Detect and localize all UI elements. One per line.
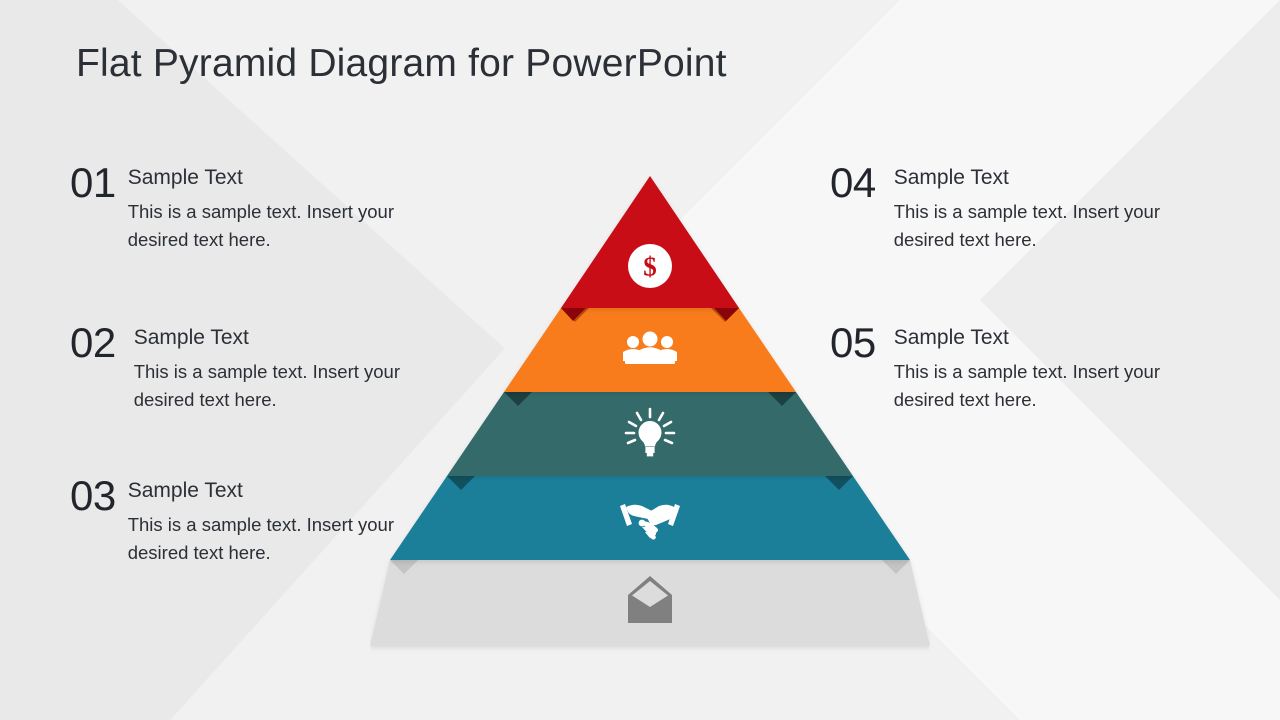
text-block-04[interactable]: 04 Sample Text This is a sample text. In…: [830, 159, 1194, 254]
block-number: 04: [830, 159, 876, 206]
block-number: 05: [830, 319, 876, 366]
text-block-05[interactable]: 05 Sample Text This is a sample text. In…: [830, 319, 1194, 414]
block-description: This is a sample text. Insert your desir…: [127, 514, 395, 563]
group-of-people-icon: [623, 331, 677, 364]
dollar-sign-icon: $: [628, 244, 672, 288]
pyramid-level-1[interactable]: [561, 176, 739, 308]
block-number: 03: [70, 472, 116, 519]
page-title: Flat Pyramid Diagram for PowerPoint: [76, 42, 727, 85]
block-heading: Sample Text: [127, 166, 243, 189]
level-1-notch-left: [561, 308, 586, 321]
text-block-03[interactable]: 03 Sample Text This is a sample text. In…: [70, 472, 428, 567]
block-description: This is a sample text. Insert your desir…: [127, 201, 395, 250]
block-heading: Sample Text: [893, 326, 1009, 349]
block-number: 01: [70, 159, 116, 206]
svg-text:$: $: [643, 252, 657, 282]
level-3-notch-right: [768, 392, 796, 406]
level-3-notch-left: [504, 392, 532, 406]
block-heading: Sample Text: [893, 166, 1009, 189]
level-5-notch-left: [390, 560, 418, 574]
block-heading: Sample Text: [127, 479, 243, 502]
level-4-notch-right: [825, 476, 853, 490]
pyramid-diagram: $: [370, 168, 930, 658]
lightbulb-icon: [624, 407, 676, 457]
text-block-02[interactable]: 02 Sample Text This is a sample text. In…: [70, 319, 434, 414]
block-heading: Sample Text: [133, 326, 249, 349]
handshake-icon: [620, 504, 680, 540]
block-description: This is a sample text. Insert your desir…: [133, 361, 401, 410]
block-number: 02: [70, 319, 116, 366]
block-description: This is a sample text. Insert your desir…: [893, 201, 1161, 250]
level-4-notch-left: [447, 476, 475, 490]
text-block-01[interactable]: 01 Sample Text This is a sample text. In…: [70, 159, 428, 254]
level-1-shape[interactable]: [561, 176, 739, 308]
level-1-notch-right: [714, 308, 739, 321]
block-description: This is a sample text. Insert your desir…: [893, 361, 1161, 410]
level-5-notch-right: [882, 560, 910, 574]
envelope-icon: [628, 576, 672, 623]
